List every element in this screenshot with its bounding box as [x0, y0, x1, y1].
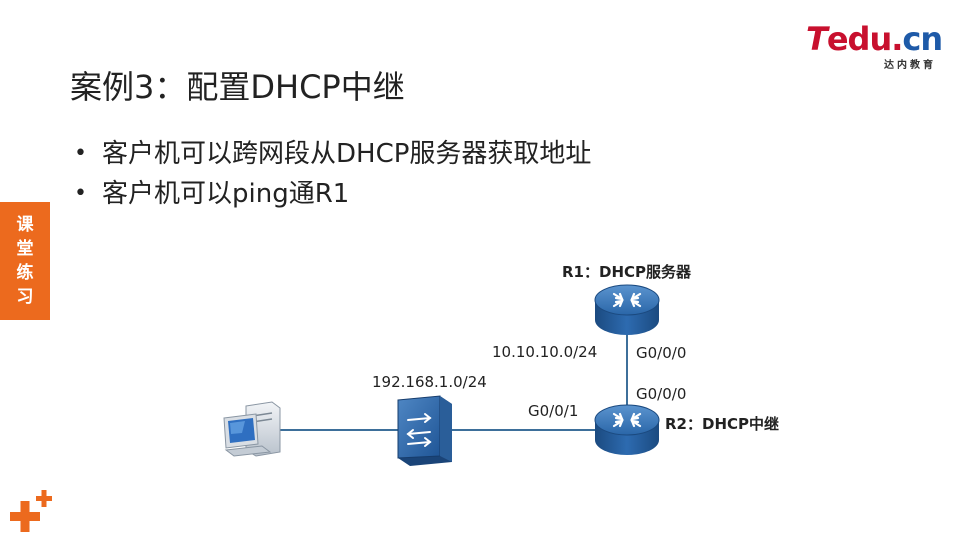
bullet-item: • 客户机可以ping通R1 — [70, 174, 591, 214]
bullet-item: • 客户机可以跨网段从DHCP服务器获取地址 — [70, 134, 591, 174]
r2-interface-up-label: G0/0/0 — [636, 385, 687, 403]
subnet-lan-label: 192.168.1.0/24 — [372, 373, 487, 391]
side-tab-char: 练 — [16, 263, 34, 283]
logo-wordmark: Tedu.cn — [806, 20, 943, 58]
logo-subtitle: 达内教育 — [884, 60, 936, 71]
bullet-list: • 客户机可以跨网段从DHCP服务器获取地址 • 客户机可以ping通R1 — [70, 134, 591, 214]
r2-label: R2：DHCP中继 — [665, 415, 779, 433]
r1-interface-label: G0/0/0 — [636, 344, 687, 362]
slide-title: 案例3：配置DHCP中继 — [70, 68, 405, 106]
bullet-text: 客户机可以ping通R1 — [102, 179, 350, 209]
pc-client-icon — [223, 401, 281, 457]
classroom-exercise-tab: 课 堂 练 习 — [0, 202, 50, 320]
side-tab-char: 课 — [16, 215, 34, 235]
r1-label: R1：DHCP服务器 — [562, 263, 691, 281]
bullet-text: 客户机可以跨网段从DHCP服务器获取地址 — [102, 139, 592, 169]
router-r1-icon — [594, 284, 660, 335]
tedu-logo: Tedu.cn 达内教育 — [806, 20, 943, 71]
bullet-dot: • — [74, 181, 87, 206]
r2-interface-left-label: G0/0/1 — [528, 402, 579, 420]
side-tab-char: 堂 — [16, 239, 34, 259]
switch-icon — [397, 395, 452, 466]
router-r2-icon — [594, 404, 660, 455]
side-tab-char: 习 — [16, 287, 34, 307]
subnet-r1-r2-label: 10.10.10.0/24 — [492, 343, 598, 361]
bullet-dot: • — [74, 141, 87, 166]
plus-decoration-icon — [10, 490, 52, 532]
